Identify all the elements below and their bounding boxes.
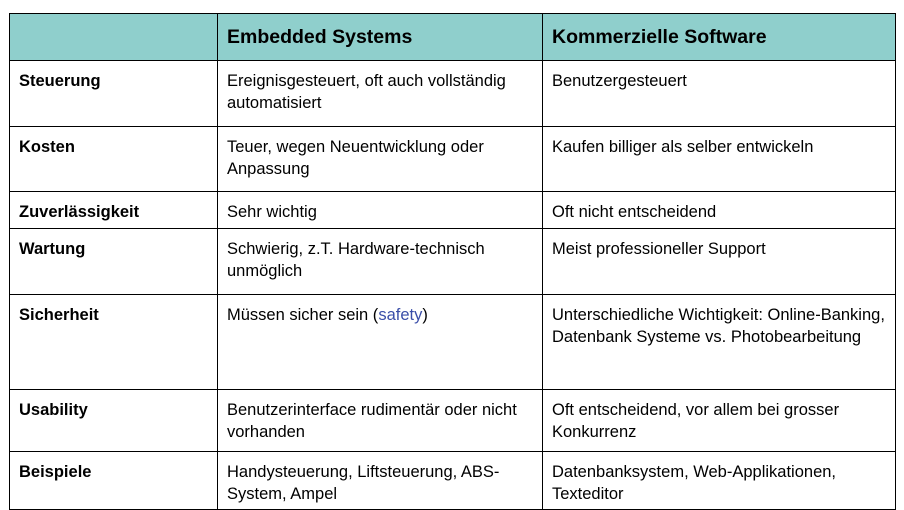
header-embedded-systems: Embedded Systems bbox=[217, 13, 543, 61]
cell-embedded: Sehr wichtig bbox=[217, 191, 543, 229]
table-row: Sicherheit Müssen sicher sein (safety) U… bbox=[9, 294, 896, 390]
cell-commercial: Datenbanksystem, Web-Applikationen, Text… bbox=[542, 451, 896, 510]
table-row: Kosten Teuer, wegen Neuentwicklung oder … bbox=[9, 126, 896, 192]
cell-embedded: Benutzerinterface rudimentär oder nicht … bbox=[217, 389, 543, 452]
cell-text-pre: Müssen sicher sein ( bbox=[227, 306, 379, 324]
header-corner-cell bbox=[9, 13, 218, 61]
cell-embedded: Müssen sicher sein (safety) bbox=[217, 294, 543, 390]
cell-commercial: Oft entscheidend, vor allem bei grosser … bbox=[542, 389, 896, 452]
header-kommerzielle-software: Kommerzielle Software bbox=[542, 13, 896, 61]
table-row: Usability Benutzerinterface rudimentär o… bbox=[9, 389, 896, 452]
table-row: Zuverlässigkeit Sehr wichtig Oft nicht e… bbox=[9, 191, 896, 229]
table-row: Beispiele Handysteuerung, Liftsteuerung,… bbox=[9, 451, 896, 510]
cell-embedded: Teuer, wegen Neuentwicklung oder Anpassu… bbox=[217, 126, 543, 192]
safety-term: safety bbox=[378, 306, 423, 324]
table-row: Wartung Schwierig, z.T. Hardware-technis… bbox=[9, 228, 896, 295]
cell-commercial: Unterschiedliche Wichtigkeit: Online-Ban… bbox=[542, 294, 896, 390]
row-label: Usability bbox=[9, 389, 218, 452]
cell-commercial: Kaufen billiger als selber entwickeln bbox=[542, 126, 896, 192]
cell-commercial: Oft nicht entscheidend bbox=[542, 191, 896, 229]
table-row: Steuerung Ereignisgesteuert, oft auch vo… bbox=[9, 60, 896, 127]
cell-embedded: Ereignisgesteuert, oft auch vollständig … bbox=[217, 60, 543, 127]
row-label: Kosten bbox=[9, 126, 218, 192]
cell-embedded: Handysteuerung, Liftsteuerung, ABS-Syste… bbox=[217, 451, 543, 510]
row-label: Wartung bbox=[9, 228, 218, 295]
row-label: Beispiele bbox=[9, 451, 218, 510]
cell-embedded: Schwierig, z.T. Hardware-technisch unmög… bbox=[217, 228, 543, 295]
row-label: Zuverlässigkeit bbox=[9, 191, 218, 229]
row-label: Steuerung bbox=[9, 60, 218, 127]
row-label: Sicherheit bbox=[9, 294, 218, 390]
header-row: Embedded Systems Kommerzielle Software bbox=[9, 13, 896, 61]
cell-text-post: ) bbox=[422, 306, 428, 324]
cell-commercial: Benutzergesteuert bbox=[542, 60, 896, 127]
cell-commercial: Meist professioneller Support bbox=[542, 228, 896, 295]
comparison-table: Embedded Systems Kommerzielle Software S… bbox=[9, 13, 896, 510]
